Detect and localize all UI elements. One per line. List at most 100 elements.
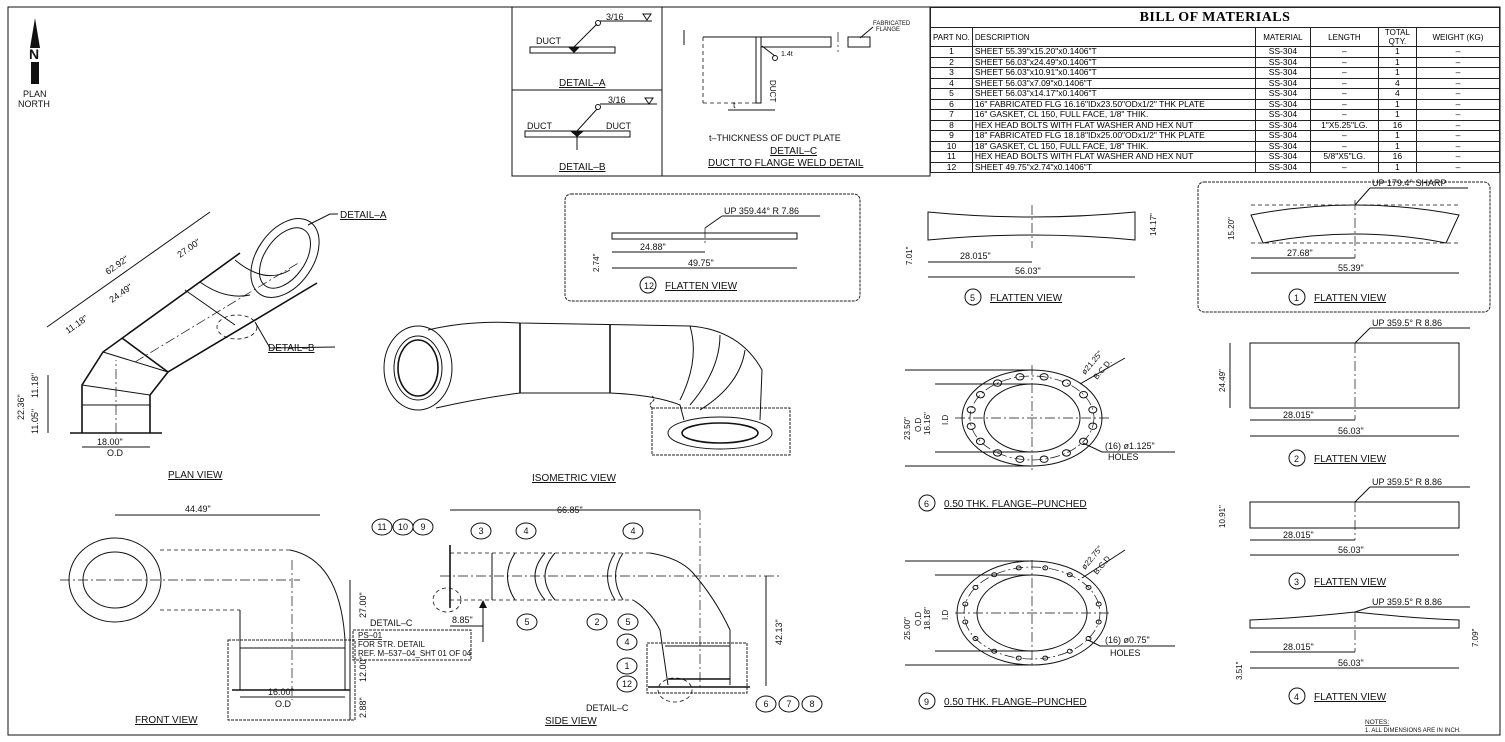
bom-cell-part-no: 11 [930, 151, 973, 163]
bom-cell-material: SS-304 [1254, 98, 1311, 110]
bolt-hole [972, 584, 979, 590]
isometric-view-title: ISOMETRIC VIEW [532, 473, 616, 484]
bolt-hole [1079, 390, 1089, 399]
detail-b-duct-left: DUCT [527, 121, 552, 131]
bom-cell-weight: – [1415, 88, 1501, 100]
north-letter: N [29, 46, 39, 62]
bom-cell-part-no: 6 [930, 98, 973, 110]
bom-cell-qty: 16 [1377, 151, 1417, 163]
bom-title: BILL OF MATERIALS [930, 7, 1500, 28]
bom-cell-weight: – [1415, 109, 1501, 121]
detail-a-weld: 3/16 [606, 12, 624, 22]
bom-cell-length: – [1309, 109, 1379, 121]
bom-cell-length: 1"X5.25"LG. [1309, 119, 1379, 131]
bom-cell-weight: – [1415, 151, 1501, 163]
flatten-4-part: 4 [1294, 692, 1299, 702]
bolt-hole [1015, 565, 1022, 571]
part-balloon [778, 695, 800, 713]
flange-6-od-label: O.D [914, 418, 923, 432]
part-balloon-number: 10 [398, 522, 408, 532]
part-balloon-number: 4 [624, 637, 629, 647]
side-dim-width: 66.85" [557, 505, 583, 515]
bolt-holes [966, 373, 1098, 463]
flange-6-part: 6 [924, 499, 929, 509]
bom-cell-length: – [1309, 67, 1379, 79]
bolt-hole [962, 601, 969, 607]
detail-b-weld: 3/16 [608, 95, 626, 105]
bolt-holes [962, 565, 1102, 661]
notes-title: NOTES: [1365, 719, 1389, 726]
front-dim-width: 44.49" [185, 504, 211, 514]
detail-c-flange: FABRICATED [873, 21, 911, 27]
bolt-hole [1039, 373, 1049, 381]
bom-cell-part-no: 7 [930, 109, 973, 121]
part-balloon [516, 613, 538, 631]
bolt-hole [1061, 449, 1071, 457]
flatten-5-len: 56.03" [1015, 266, 1041, 276]
plan-dim-od: 18.00" [97, 437, 123, 447]
part-balloon-number: 7 [786, 699, 791, 709]
plan-detail-a: DETAIL–A [340, 210, 387, 221]
bom-cell-material: SS-304 [1254, 88, 1311, 100]
flange-6-holes: (16) ø1.125" [1105, 441, 1155, 451]
bolt-hole [1015, 373, 1025, 381]
bom-cell-description: 16" FABRICATED FLG 16.16"IDx23.50"ODx1/2… [971, 98, 1256, 110]
side-note-3: REF. M–537–04_SHT 01 OF 04 [358, 649, 472, 658]
bom-cell-description: SHEET 56.03"x7.09"x0.1406"T [971, 77, 1256, 89]
bom-cell-qty: 16 [1377, 119, 1417, 131]
side-detail-c-1: DETAIL–C [370, 618, 413, 628]
bolt-hole [1088, 422, 1098, 430]
plan-dim-od-label: O.D [107, 448, 124, 458]
flatten-3-half: 28.015" [1283, 530, 1314, 540]
part-balloon [371, 518, 393, 536]
bom-cell-qty: 1 [1377, 161, 1417, 173]
flatten-12-len: 49.75" [688, 258, 714, 268]
side-view: 66.85" 42.13" 8.85" PS–01 FOR STR. DETAI… [352, 505, 823, 727]
front-dim-12: 12.00" [358, 656, 368, 682]
bom-cell-part-no: 8 [930, 119, 973, 131]
bom-header-qty: TOTAL QTY. [1377, 27, 1417, 47]
bom-cell-length: – [1309, 98, 1379, 110]
bom-cell-part-no: 9 [930, 130, 973, 142]
front-dim-288: 2.88" [358, 697, 368, 718]
plan-detail-b: DETAIL–B [268, 343, 315, 354]
part-balloon [617, 613, 639, 631]
north-label-2: NORTH [18, 99, 50, 109]
bom-cell-part-no: 1 [930, 46, 973, 58]
detail-c-duct: DUCT [768, 80, 777, 102]
bolt-hole [972, 636, 979, 642]
flatten-1-half: 27.68" [1287, 248, 1313, 258]
bom-cell-part-no: 2 [930, 56, 973, 68]
flatten-view-4: UP 359.5° R 8.86 28.015" 56.03" 3.51" 7.… [1235, 597, 1480, 705]
front-dim-27: 27.00" [358, 592, 368, 618]
part-balloon [616, 633, 638, 651]
bolt-hole [1095, 601, 1102, 607]
flatten-1-title: FLATTEN VIEW [1314, 293, 1387, 304]
bolt-hole [1042, 655, 1049, 661]
bolt-hole [1015, 655, 1022, 661]
bolt-hole [993, 449, 1003, 457]
part-balloon [470, 522, 492, 540]
bom-cell-qty: 1 [1377, 98, 1417, 110]
flatten-12-half: 24.88" [640, 242, 666, 252]
flatten-5-part: 5 [970, 293, 975, 303]
bom-cell-qty: 1 [1377, 140, 1417, 152]
plan-view-title: PLAN VIEW [168, 470, 223, 481]
flatten-12-bend: UP 359.44° R 7.86 [724, 206, 799, 216]
bolt-hole [1061, 379, 1071, 387]
bom-cell-part-no: 5 [930, 88, 973, 100]
part-balloon [616, 675, 638, 693]
bom-cell-material: SS-304 [1254, 161, 1311, 173]
bolt-hole [966, 406, 976, 414]
bom-cell-material: SS-304 [1254, 140, 1311, 152]
side-note-2: FOR STR. DETAIL [358, 640, 426, 649]
detail-c-flange-2: FLANGE [876, 27, 900, 33]
